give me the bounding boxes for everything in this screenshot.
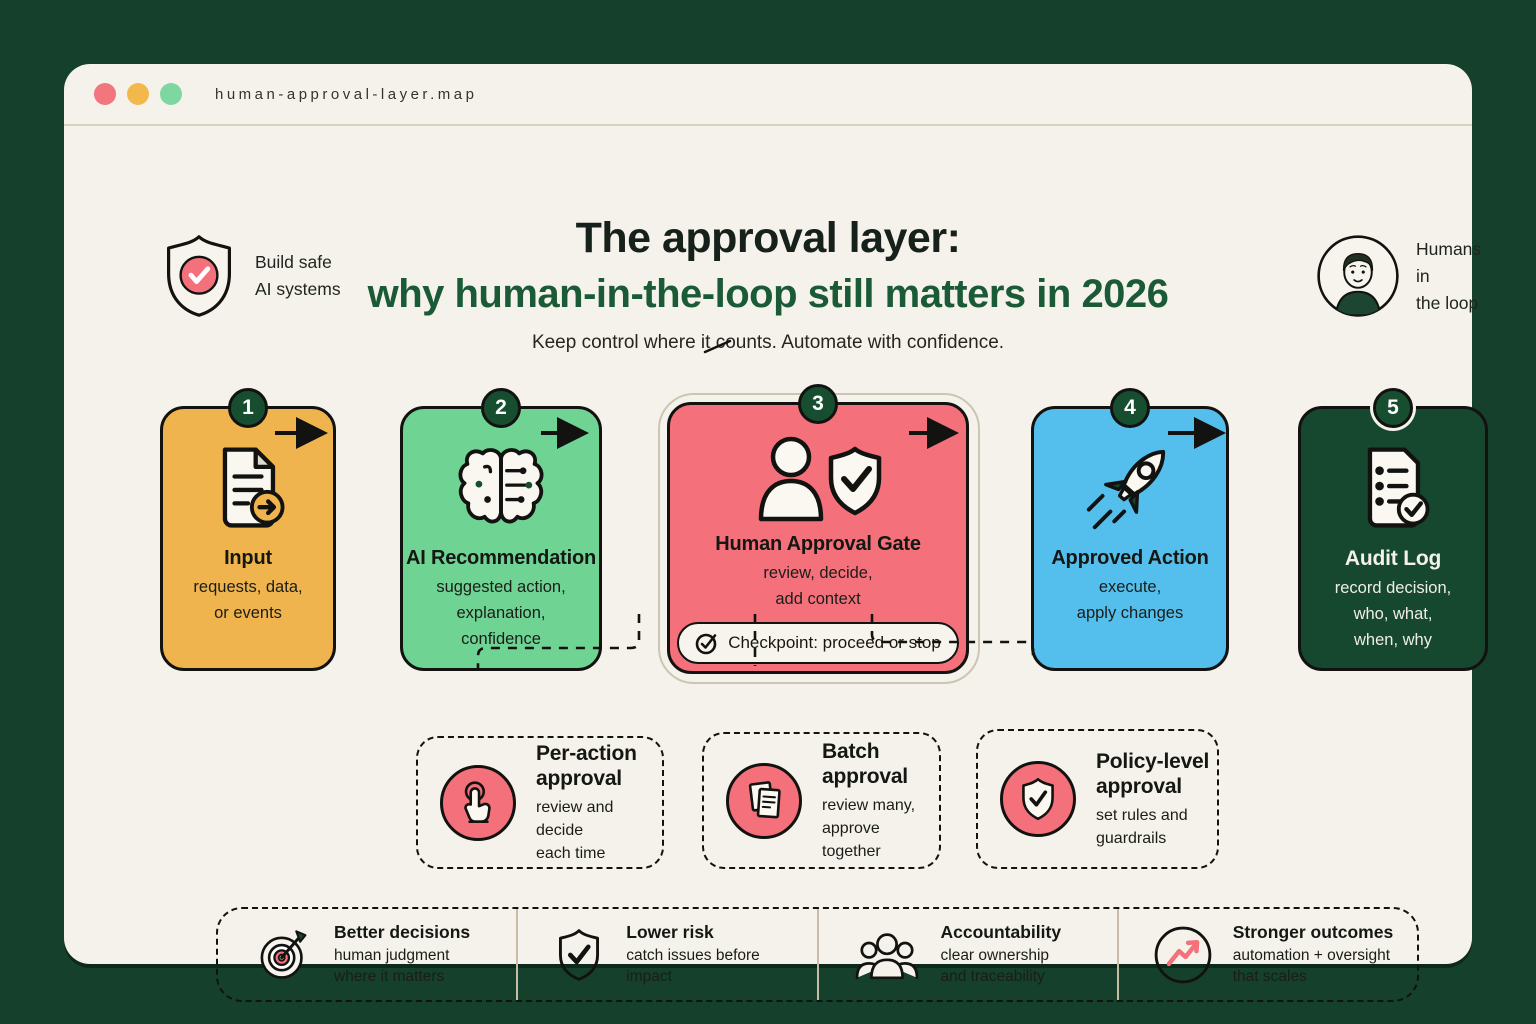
build-safe-badge: Build safe AI systems [159, 232, 341, 320]
people-icon [851, 924, 923, 986]
step-title: Audit Log [1344, 547, 1442, 570]
benefit-title: Better decisions [334, 922, 471, 942]
checkpoint-check-icon [695, 631, 719, 655]
window-filename: human-approval-layer.map [215, 85, 478, 103]
step-number-badge: 2 [481, 388, 521, 428]
window-titlebar: human-approval-layer.map [64, 64, 1472, 126]
person-avatar-icon [1316, 234, 1400, 318]
step-number-badge: 4 [1110, 388, 1150, 428]
tap-icon [440, 764, 516, 841]
step-number-badge: 3 [798, 384, 838, 424]
benefit-stronger-outcomes: Stronger outcomes automation + oversight… [1116, 909, 1417, 1000]
step-description: review, decide,add context [763, 564, 873, 608]
brain-circuit-icon [403, 439, 599, 537]
step-input: 1 Input requests, data,or events [160, 388, 336, 671]
step-approved-action: 4 Approved Action execute,apply changes [1031, 388, 1229, 671]
trend-up-icon [1151, 923, 1215, 987]
page-subtitle: Keep control where it counts. Automate w… [531, 332, 1005, 353]
benefit-title: Lower risk [626, 922, 714, 942]
shield-check-icon [550, 924, 608, 986]
page-title-line2: why human-in-the-loop still matters in 2… [367, 272, 1169, 316]
checkpoint-pill: Checkpoint: proceed or stop [677, 622, 959, 664]
benefit-title: Accountability [940, 922, 1062, 942]
window-close-button[interactable] [94, 83, 116, 105]
step-title: Human Approval Gate [715, 533, 921, 555]
audit-log-icon [1301, 439, 1485, 537]
humans-in-loop-badge: Humans in the loop [1316, 234, 1481, 318]
step-human-approval-gate: 3 Human Approval Gate review, decide,add… [667, 384, 969, 674]
step-description: record decision,who, what,when, why [1334, 579, 1452, 649]
window-minimize-button[interactable] [127, 83, 149, 105]
step-description: suggested action,explanation,confidence [436, 578, 566, 648]
checkpoint-label: Checkpoint: proceed or stop [728, 633, 941, 652]
step-title: Approved Action [1051, 547, 1209, 569]
mode-description: review many,approve together [822, 796, 916, 860]
step-number-badge: 5 [1373, 388, 1413, 428]
step-number-badge: 1 [228, 388, 268, 428]
shield-check-icon [159, 232, 239, 320]
step-audit-log: 5 Audit Log record decision,who, what,wh… [1298, 388, 1488, 671]
batch-documents-icon [726, 762, 802, 839]
window-zoom-button[interactable] [160, 83, 182, 105]
step-ai-recommendation: 2 AI Recommendation suggested action,exp… [400, 388, 602, 671]
step-description: execute,apply changes [1076, 578, 1184, 622]
step-description: requests, data,or events [193, 578, 303, 622]
step-title: Input [224, 547, 272, 569]
person-shield-icon [670, 431, 966, 523]
document-arrow-icon [163, 439, 333, 537]
app-window: human-approval-layer.map Build safe AI s… [64, 64, 1488, 1002]
policy-shield-icon [1000, 761, 1076, 837]
step-title: AI Recommendation [406, 547, 596, 569]
page-title-line1: The approval layer: [575, 214, 961, 262]
build-safe-label: Build safe AI systems [255, 252, 341, 299]
target-icon [250, 922, 316, 988]
benefit-title: Stronger outcomes [1232, 922, 1394, 942]
humans-in-loop-label: Humans in the loop [1416, 238, 1482, 313]
rocket-icon [1034, 439, 1226, 537]
